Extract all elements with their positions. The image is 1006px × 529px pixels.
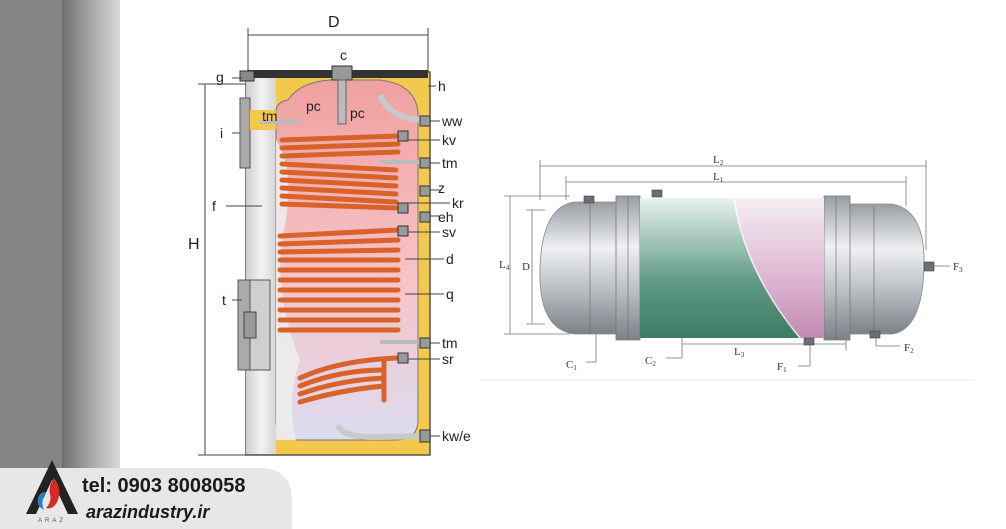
boiler-label-sr: sr	[442, 351, 454, 367]
boiler-label-sv: sv	[442, 224, 456, 240]
logo-text: ARAZ	[38, 518, 66, 524]
tank-label-F2: F2	[904, 342, 914, 355]
tank-label-D: D	[522, 261, 530, 273]
boiler-label-pc-left: pc	[306, 98, 321, 114]
boiler-label-i: i	[220, 125, 223, 141]
boiler-label-h: h	[438, 78, 446, 94]
boiler-label-tm-low: tm	[442, 335, 458, 351]
boiler-label-d: d	[446, 251, 454, 267]
contact-phone: tel: 0903 8008058	[82, 475, 246, 497]
boiler-label-tm-mid: tm	[442, 155, 458, 171]
tank-label-C2: C2	[645, 355, 656, 368]
boiler-nozzles	[397, 115, 431, 443]
boiler-label-t: t	[222, 292, 226, 308]
tank-label-L3: L3	[734, 346, 745, 359]
lower-heating-coil	[277, 227, 401, 333]
boiler-label-pc-right: pc	[350, 105, 365, 121]
tank-label-L2: L2	[713, 154, 724, 167]
boiler-diagram: D c g h pc pc tm ww i kv tm z f kr eh sv…	[188, 14, 471, 456]
tank-nozzles	[583, 189, 935, 346]
boiler-label-kw: kw/e	[442, 428, 471, 444]
boiler-label-ww: ww	[441, 113, 463, 129]
background-wall	[0, 0, 120, 529]
tank-label-F3: F3	[953, 261, 963, 274]
horizontal-tank-diagram: L2 L1 L4 D L3 C1 C2 F1 F2 F3	[480, 154, 975, 381]
boiler-label-eh: eh	[438, 209, 454, 225]
contact-website-link[interactable]: arazindustry.ir	[86, 502, 210, 522]
boiler-label-kv: kv	[442, 132, 456, 148]
boiler-label-H: H	[188, 236, 200, 253]
boiler-label-q: q	[446, 286, 454, 302]
tank-label-L4: L4	[499, 259, 510, 272]
tank-label-F1: F1	[777, 361, 787, 374]
boiler-label-D: D	[328, 14, 340, 31]
upper-heating-coil	[279, 133, 401, 211]
boiler-label-g: g	[216, 69, 224, 85]
bottom-heating-coil	[297, 355, 401, 405]
boiler-label-tm-top: tm	[262, 108, 278, 124]
boiler-label-z: z	[438, 180, 445, 196]
tank-label-C1: C1	[566, 359, 577, 372]
boiler-label-kr: kr	[452, 195, 464, 211]
boiler-label-f: f	[212, 198, 216, 214]
boiler-label-c: c	[340, 47, 347, 63]
tank-label-L1: L1	[713, 171, 724, 184]
boiler-leader-lines	[226, 77, 450, 437]
araz-logo-icon: ARAZ	[26, 460, 78, 524]
